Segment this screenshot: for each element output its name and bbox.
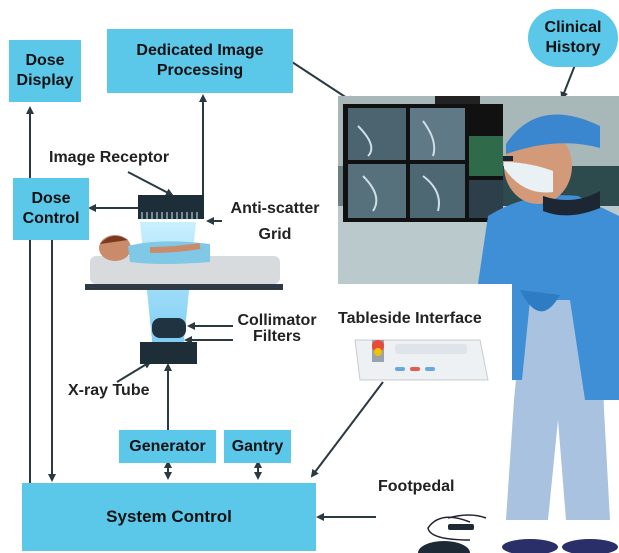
- clinical-history-bubble: Clinical History: [528, 9, 618, 67]
- footpedal-label: Footpedal: [378, 478, 455, 495]
- patient-on-table: [85, 235, 283, 290]
- monitor-bank: [343, 104, 503, 222]
- image-processing-label: Dedicated Image Processing: [136, 42, 264, 79]
- gantry-label: Gantry: [231, 437, 284, 455]
- collimator-shape: [152, 318, 186, 338]
- dose-display-box: Dose Display: [9, 40, 81, 102]
- image-processing-box: Dedicated Image Processing: [107, 29, 293, 93]
- image-receptor-block: [138, 195, 204, 219]
- dose-display-label: Dose Display: [16, 52, 74, 89]
- collimator-filters-label: Collimator Filters: [237, 312, 317, 345]
- generator-box: Generator: [119, 430, 216, 463]
- gantry-box: Gantry: [224, 430, 291, 463]
- dose-control-box: Dose Control: [13, 178, 89, 240]
- anti-scatter-grid: [141, 212, 198, 220]
- system-control-box: System Control: [22, 483, 316, 551]
- tableside-panel: [354, 339, 489, 381]
- footpedal-device: [418, 514, 487, 553]
- image-receptor-label: Image Receptor: [49, 149, 170, 166]
- clinical-history-label: Clinical History: [544, 19, 602, 56]
- dose-control-label: Dose Control: [22, 190, 80, 227]
- system-control-label: System Control: [106, 507, 232, 527]
- xray-tube-shape: [140, 342, 197, 364]
- flow-arrows: [26, 61, 576, 521]
- tableside-interface-label: Tableside Interface: [338, 310, 482, 327]
- xray-tube-label: X-ray Tube: [68, 382, 150, 399]
- anti-scatter-grid-label: Anti-scatter Grid: [230, 200, 320, 244]
- clinician-photo: [338, 96, 619, 284]
- doctor-figure: [502, 284, 619, 553]
- generator-label: Generator: [129, 437, 206, 455]
